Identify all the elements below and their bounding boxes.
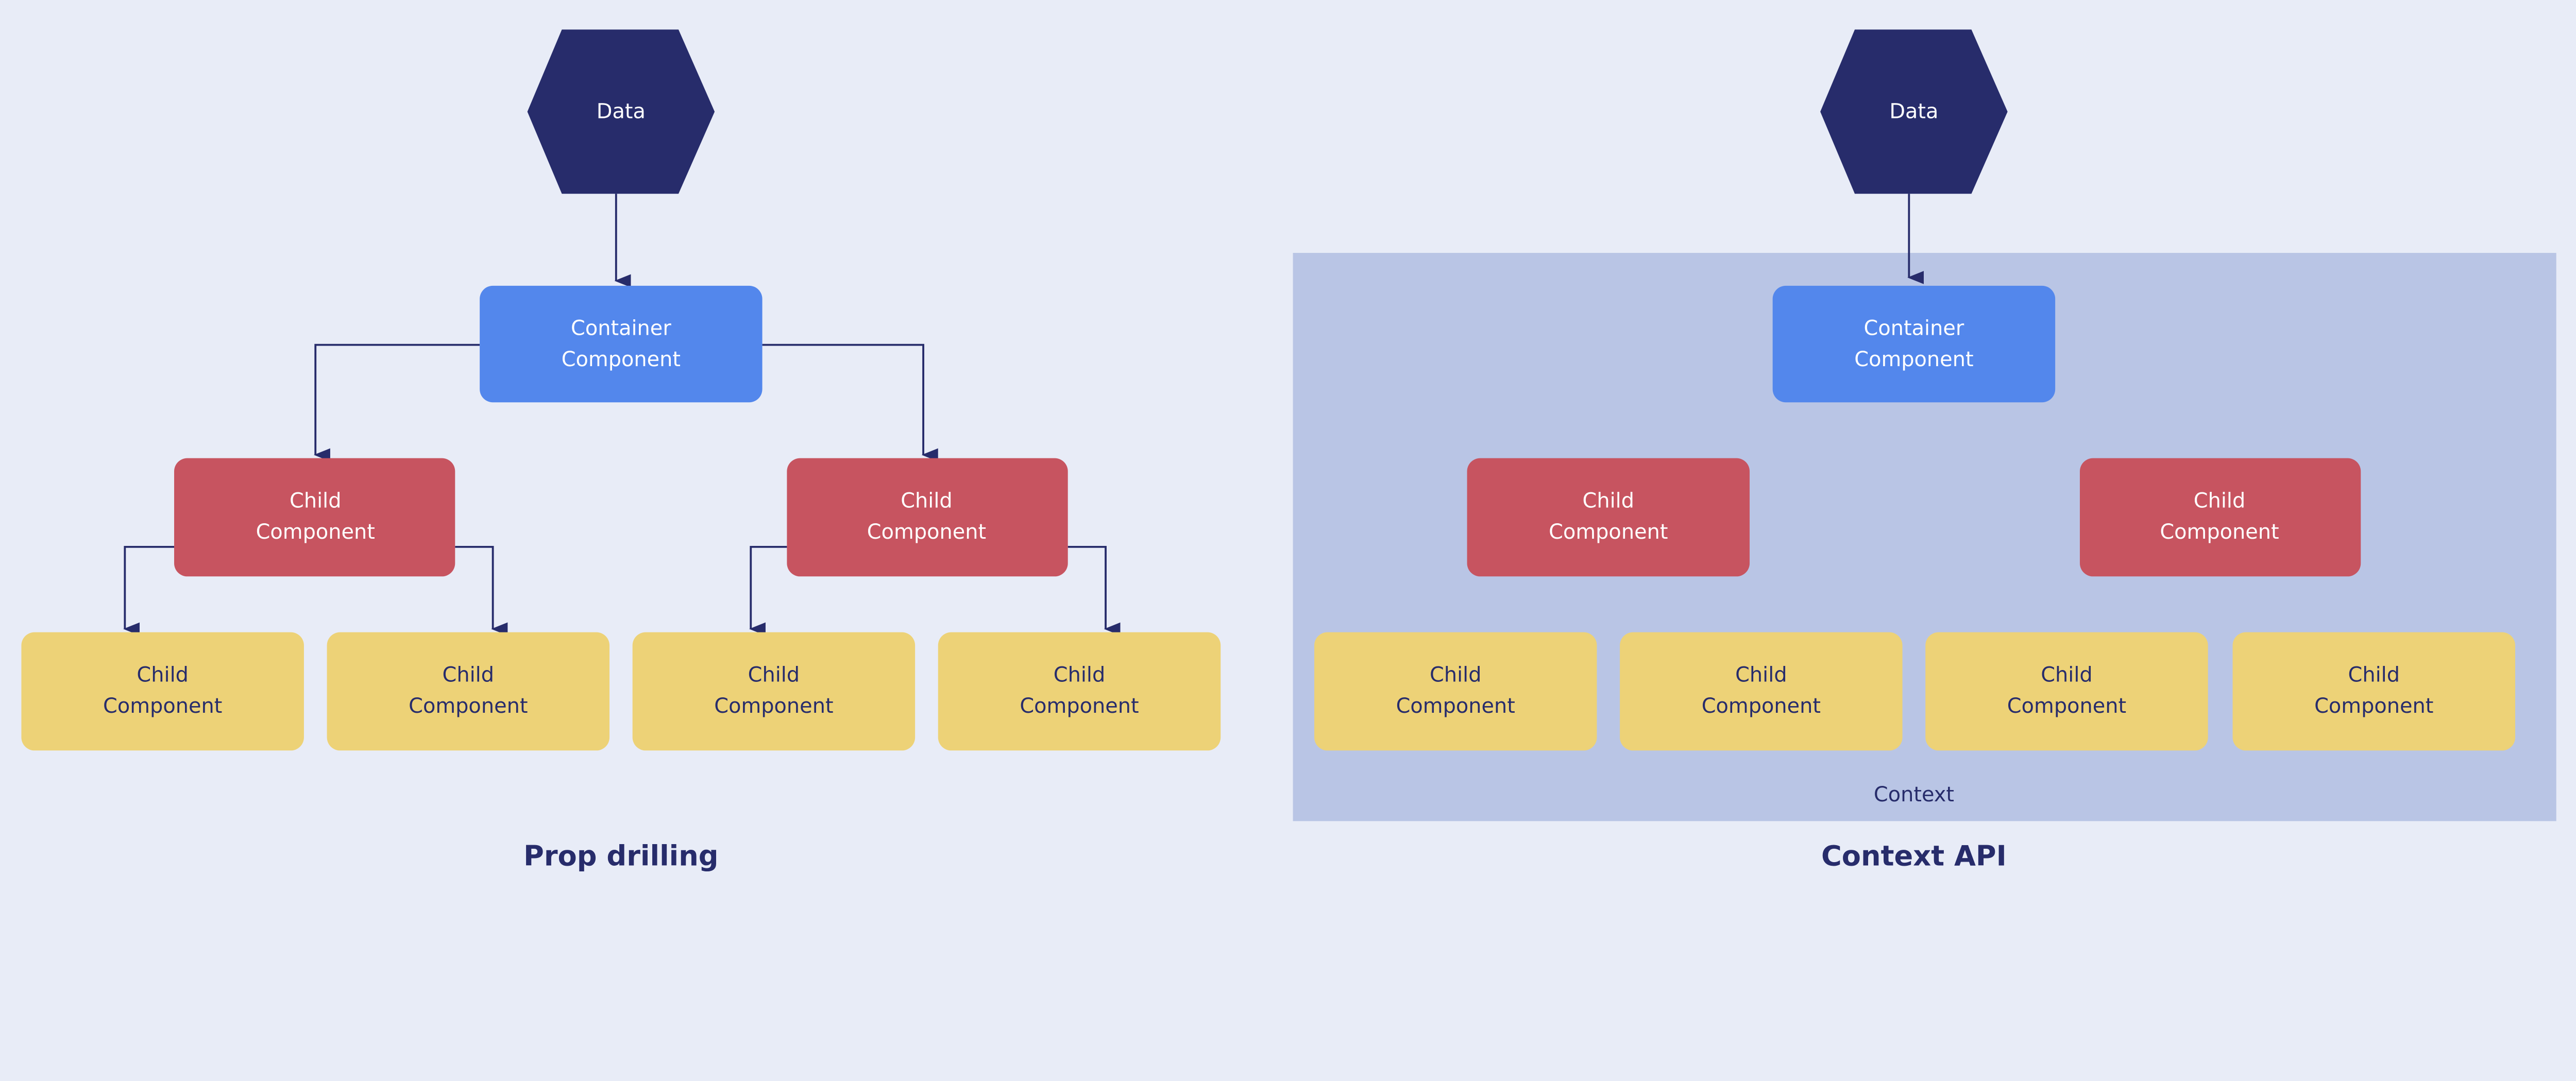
container-label-line1: Container	[1864, 317, 1964, 340]
grandchild-label-line2: Component	[2007, 694, 2126, 718]
grandchild-label-line1: Child	[748, 663, 800, 687]
grandchild-component: Child Component	[327, 632, 610, 751]
grandchild-label-line2: Component	[103, 694, 222, 718]
edge-container-to-child-1	[314, 344, 480, 462]
prop-drilling-diagram: Data Container Component Child Component…	[21, 29, 1221, 872]
diagram-canvas: Data Container Component Child Component…	[21, 29, 2556, 872]
data-label: Data	[597, 100, 646, 124]
grandchild-label-line1: Child	[2348, 663, 2400, 687]
grandchild-label-line1: Child	[2041, 663, 2093, 687]
grandchild-component: Child Component	[1925, 632, 2208, 751]
data-label: Data	[1889, 100, 1938, 124]
child-component: Child Component	[2079, 458, 2361, 577]
child-label-line2: Component	[1549, 520, 1668, 544]
child-component: Child Component	[1467, 458, 1750, 577]
grandchild-label-line1: Child	[1430, 663, 1482, 687]
edge-container-to-child-2	[762, 344, 938, 462]
container-label-line2: Component	[1854, 348, 1973, 371]
data-node: Data	[1820, 29, 2008, 194]
child-component: Child Component	[787, 458, 1068, 577]
grandchild-component: Child Component	[1314, 632, 1597, 751]
grandchild-component: Child Component	[938, 632, 1221, 751]
child-label-line1: Child	[1583, 489, 1635, 512]
child-label-line1: Child	[290, 489, 342, 512]
data-node: Data	[527, 29, 715, 194]
context-label: Context	[1874, 783, 1954, 807]
grandchild-label-line1: Child	[1054, 663, 1106, 687]
grandchild-label-line2: Component	[1020, 694, 1139, 718]
child-label-line2: Component	[256, 520, 375, 544]
container-label-line2: Component	[562, 348, 681, 371]
grandchild-component: Child Component	[1620, 632, 1903, 751]
grandchild-label-line1: Child	[1735, 663, 1787, 687]
edge-child-1-to-grandchild-1	[123, 545, 175, 636]
grandchild-label-line2: Component	[1702, 694, 1821, 718]
prop-drilling-title: Prop drilling	[523, 839, 719, 872]
child-label-line2: Component	[867, 520, 986, 544]
child-label-line1: Child	[2194, 489, 2246, 512]
grandchild-component: Child Component	[632, 632, 916, 751]
grandchild-label-line2: Component	[409, 694, 528, 718]
edge-child-2-to-grandchild-3	[749, 545, 787, 636]
context-api-diagram: Data Container Component Child Component…	[1293, 29, 2556, 872]
container-component: Container Component	[1772, 285, 2056, 403]
context-api-title: Context API	[1821, 839, 2007, 872]
grandchild-component: Child Component	[21, 632, 304, 751]
grandchild-label-line1: Child	[137, 663, 189, 687]
container-component: Container Component	[480, 285, 762, 403]
child-label-line1: Child	[901, 489, 953, 512]
grandchild-label-line2: Component	[714, 694, 833, 718]
edge-child-1-to-grandchild-2	[455, 545, 508, 636]
container-label-line1: Container	[571, 317, 671, 340]
grandchild-label-line2: Component	[2314, 694, 2433, 718]
grandchild-label-line1: Child	[443, 663, 495, 687]
child-label-line2: Component	[2160, 520, 2279, 544]
grandchild-label-line2: Component	[1396, 694, 1515, 718]
edge-child-2-to-grandchild-4	[1067, 545, 1121, 636]
child-component: Child Component	[174, 458, 455, 577]
grandchild-component: Child Component	[2232, 632, 2516, 751]
